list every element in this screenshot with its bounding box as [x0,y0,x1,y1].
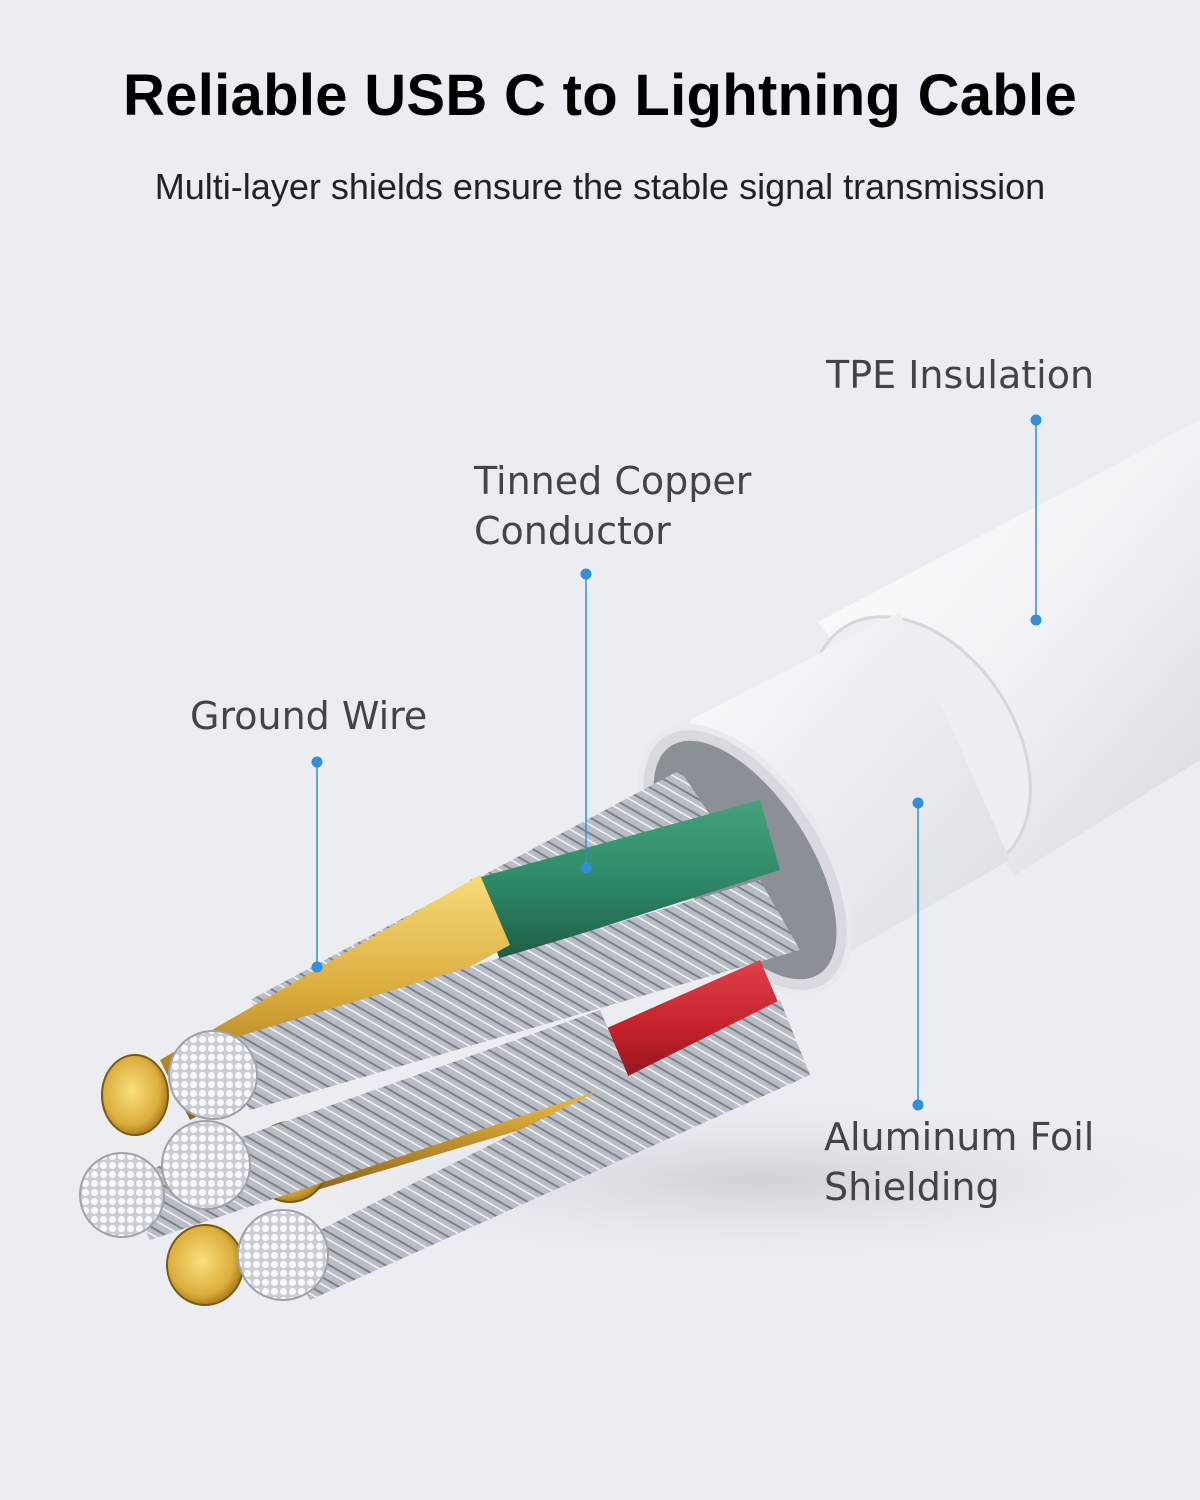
callout-aluminum-foil-line1: Aluminum Foil [824,1115,1095,1159]
callout-tinned-copper-line1: Tinned Copper [474,459,752,503]
page-title: Reliable USB C to Lightning Cable [122,63,1078,128]
callout-aluminum-foil-shielding: Aluminum Foil Shielding [824,1112,1094,1212]
callout-tpe-insulation: TPE Insulation [826,350,1094,400]
tpe-leader-dot-top [1030,414,1042,426]
silver-wire-middle [168,880,800,1120]
ground-leader-dot-bottom [311,961,323,973]
foil-leader-dot-top [912,797,924,809]
page-subtitle: Multi-layer shields ensure the stable si… [154,166,1046,207]
callout-ground-wire-label: Ground Wire [190,694,428,738]
callout-tinned-copper-line2: Conductor [474,509,671,553]
silver-wire-front [79,1000,810,1306]
callout-aluminum-foil-line2: Shielding [824,1165,1000,1209]
callout-tinned-copper-conductor: Tinned Copper Conductor [474,456,751,556]
ground-leader-dot-top [311,756,323,768]
callout-tpe-insulation-label: TPE Insulation [826,353,1095,397]
copper-leader-dot-top [580,568,592,580]
copper-leader-dot-bottom [580,862,592,874]
foil-leader-dot-bottom [912,1099,924,1111]
leader-lines [311,414,1042,1111]
callout-ground-wire: Ground Wire [190,691,427,741]
tpe-leader-dot-bottom [1030,614,1042,626]
